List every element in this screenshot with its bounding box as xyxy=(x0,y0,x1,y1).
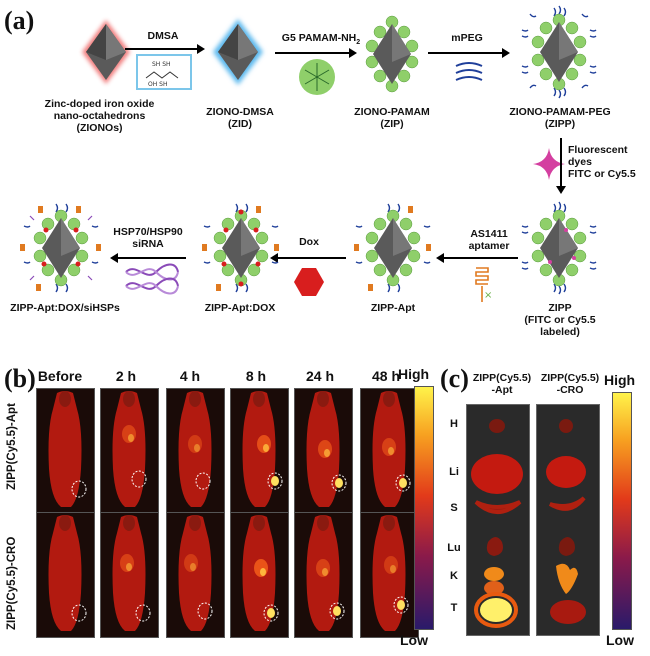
zipp-apt-particle xyxy=(354,203,431,293)
zipp-labeled-label: ZIPP (FITC or Cy5.5 labeled) xyxy=(524,302,596,338)
svg-text:OH SH: OH SH xyxy=(148,81,167,88)
panel-a-letter: (a) xyxy=(4,6,35,35)
time-header: Before xyxy=(37,368,83,384)
sirna-helix-icon xyxy=(125,263,179,295)
tumor-cro xyxy=(550,600,586,624)
time-header: 8 h xyxy=(245,368,267,384)
mouse-image-cro xyxy=(100,512,159,638)
zipp-apt-dox-sihsps-particle xyxy=(20,203,101,293)
time-header: 48 h xyxy=(371,368,400,384)
dox-hexagon-icon xyxy=(294,268,324,296)
organ-images-apt xyxy=(471,419,523,628)
peg-chain-icon xyxy=(455,62,483,81)
lung-apt xyxy=(486,537,503,556)
heart-cro xyxy=(559,419,573,433)
zip-particle xyxy=(365,15,419,93)
spleen-apt xyxy=(474,500,522,514)
organ-images-cro xyxy=(546,419,586,624)
dox-arrow xyxy=(270,253,346,263)
ziono-particle xyxy=(82,20,130,84)
zipp-particle xyxy=(521,5,597,99)
organ-label: Lu xyxy=(447,542,461,554)
lung-cro xyxy=(558,537,575,556)
time-header: 4 h xyxy=(179,368,201,384)
zipp-apt-dox-sihsps-label: ZIPP-Apt:DOX/siHSPs xyxy=(10,302,120,314)
zid-label: ZIONO-DMSA (ZID) xyxy=(206,106,274,130)
apt-arrow-label: AS1411 aptamer xyxy=(468,228,510,252)
panel-c-letter: (c) xyxy=(440,364,469,393)
fluor-arrow xyxy=(556,138,566,194)
kidney2-apt xyxy=(484,581,504,595)
organ-label: K xyxy=(450,570,458,582)
mouse-image-cro xyxy=(294,512,353,638)
mouse-image-cro xyxy=(360,512,419,638)
mouse-image-apt xyxy=(360,388,419,514)
spleen-cro xyxy=(548,496,586,511)
panel-c-scale-high: High xyxy=(604,372,636,388)
row-label-apt: ZIPP(Cy5.5)-Apt xyxy=(6,403,18,490)
organ-label: H xyxy=(450,418,458,430)
liver-cro xyxy=(546,456,586,488)
mouse-image-cro xyxy=(166,512,225,638)
mouse-image-apt xyxy=(294,388,353,514)
hsp-arrow xyxy=(110,253,186,263)
dmsa-arrow-label: DMSA xyxy=(147,30,179,42)
dmsa-structure-icon: SH SH OH SH xyxy=(136,54,192,90)
organ-panel-cro xyxy=(536,404,600,636)
panel-c-col-apt-header: ZIPP(Cy5.5) -Apt xyxy=(472,372,532,396)
svg-text:×: × xyxy=(484,290,492,301)
zipp-apt-dox-label: ZIPP-Apt:DOX xyxy=(204,302,276,314)
zipp-labeled-particle xyxy=(521,201,597,295)
organ-label: T xyxy=(450,602,458,614)
heart-apt xyxy=(489,419,505,433)
panel-c-scale-low: Low xyxy=(606,632,634,648)
organ-label: S xyxy=(450,502,458,514)
panel-c-colorbar xyxy=(612,392,632,630)
panel-b-scale-low: Low xyxy=(400,632,428,648)
mouse-image-apt xyxy=(36,388,95,514)
apt-arrow xyxy=(436,253,518,263)
mpeg-arrow xyxy=(428,48,510,58)
zipp-apt-label: ZIPP-Apt xyxy=(370,302,416,314)
panel-b-colorbar xyxy=(414,386,434,630)
mouse-image-apt xyxy=(230,388,289,514)
zipp-label: ZIONO-PAMAM-PEG (ZIPP) xyxy=(509,106,611,130)
kidney-cro xyxy=(556,563,578,594)
mouse-image-apt xyxy=(100,388,159,514)
mpeg-arrow-label: mPEG xyxy=(451,32,483,44)
pamam-dendrimer-icon xyxy=(299,59,335,95)
kidney1-apt xyxy=(484,567,504,581)
dye-star-icon xyxy=(533,148,565,180)
svg-text:SH SH: SH SH xyxy=(152,61,171,68)
fluor-arrow-label: Fluorescent dyes FITC or Cy5.5 xyxy=(568,144,636,180)
dmsa-arrow xyxy=(125,44,205,54)
panel-c-col-cro-header: ZIPP(Cy5.5) -CRO xyxy=(540,372,600,396)
pamam-arrow xyxy=(275,48,357,58)
row-label-cro: ZIPP(Cy5.5)-CRO xyxy=(6,536,18,630)
liver-apt xyxy=(471,454,523,494)
zid-particle xyxy=(213,19,263,85)
panel-b-letter: (b) xyxy=(4,364,36,393)
hsp-arrow-label: HSP70/HSP90 siRNA xyxy=(113,226,183,250)
mouse-image-cro xyxy=(36,512,95,638)
tumor-apt xyxy=(480,598,512,622)
panel-b-scale-high: High xyxy=(398,366,430,382)
aptamer-icon: × xyxy=(475,267,492,302)
zip-label: ZIONO-PAMAM (ZIP) xyxy=(354,106,430,130)
zipp-apt-dox-particle xyxy=(202,203,279,293)
pamam-arrow-label: G5 PAMAM-NH2 xyxy=(281,32,361,47)
time-header: 24 h xyxy=(305,368,334,384)
mouse-image-cro xyxy=(230,512,289,638)
time-header: 2 h xyxy=(115,368,137,384)
mouse-image-apt xyxy=(166,388,225,514)
organ-panel-apt xyxy=(466,404,530,636)
dox-arrow-label: Dox xyxy=(299,236,319,248)
ziono-label: Zinc-doped iron oxide nano-octahedrons (… xyxy=(44,98,155,134)
organ-label: Li xyxy=(449,466,459,478)
